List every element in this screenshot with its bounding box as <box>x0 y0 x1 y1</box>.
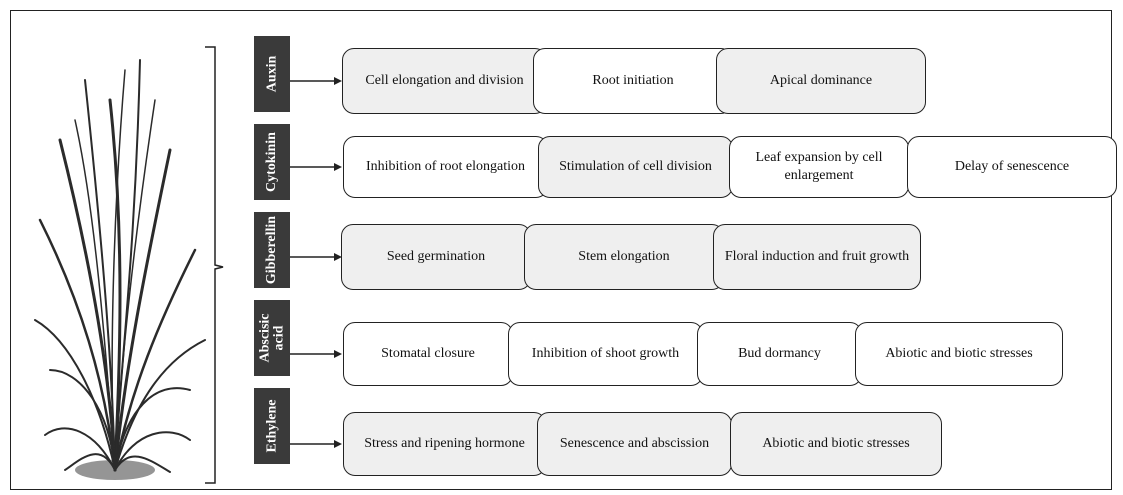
effect-box: Floral induction and fruit growth <box>713 224 921 290</box>
effect-box: Leaf expansion by cell enlargement <box>729 136 909 198</box>
effect-box: Cell elongation and division <box>342 48 547 114</box>
effect-box: Root initiation <box>533 48 733 114</box>
arrow-icon <box>290 77 342 85</box>
effect-box: Bud dormancy <box>697 322 862 386</box>
effect-box: Senescence and abscission <box>537 412 732 476</box>
effect-box: Stress and ripening hormone <box>343 412 546 476</box>
hormone-label-1: Cytokinin <box>254 124 290 200</box>
hormone-label-0: Auxin <box>254 36 290 112</box>
hormone-label-text: Ethylene <box>264 399 280 453</box>
effect-box: Stomatal closure <box>343 322 513 386</box>
grass-plant-illustration <box>34 59 206 480</box>
effect-box: Delay of senescence <box>907 136 1117 198</box>
hormone-label-3: Abscisic acid <box>254 300 290 376</box>
effect-box: Abiotic and biotic stresses <box>855 322 1063 386</box>
effect-box: Apical dominance <box>716 48 926 114</box>
hormone-label-2: Gibberellin <box>254 212 290 288</box>
effect-box: Inhibition of shoot growth <box>508 322 703 386</box>
effect-box: Stimulation of cell division <box>538 136 733 198</box>
hormone-label-text: Auxin <box>264 55 280 93</box>
effect-box: Inhibition of root elongation <box>343 136 548 198</box>
arrow-icon <box>290 440 342 448</box>
effect-box: Stem elongation <box>524 224 724 290</box>
effect-box: Abiotic and biotic stresses <box>730 412 942 476</box>
hormone-label-text: Gibberellin <box>264 215 280 285</box>
hormone-label-text: Abscisic acid <box>257 313 286 363</box>
effect-box: Seed germination <box>341 224 531 290</box>
hormone-label-4: Ethylene <box>254 388 290 464</box>
arrow-icon <box>290 163 342 171</box>
group-bracket <box>205 46 224 484</box>
arrow-icon <box>290 253 342 261</box>
hormone-label-text: Cytokinin <box>264 132 280 192</box>
arrow-icon <box>290 350 342 358</box>
